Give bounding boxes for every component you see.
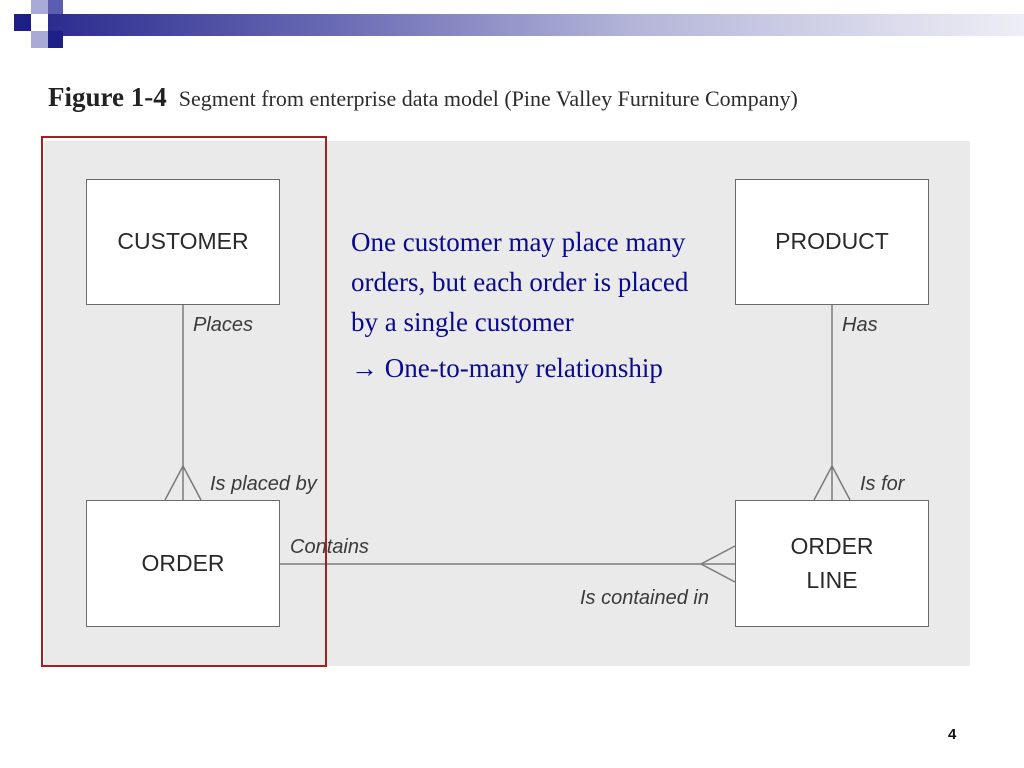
relationship-label-contains: Contains	[290, 536, 369, 558]
relationship-label-has: Has	[842, 314, 878, 336]
header-decoration	[0, 0, 1024, 52]
header-square-dark	[14, 14, 31, 31]
highlight-box	[41, 136, 327, 667]
header-square-dark	[48, 31, 63, 48]
header-gradient-bar	[48, 14, 1024, 36]
product-orderline-crows-foot	[813, 464, 851, 501]
relationship-label-places: Places	[193, 314, 254, 336]
page-number: 4	[948, 726, 957, 743]
relationship-label-is-contained-in: Is contained in	[580, 587, 709, 609]
entity-order-line-label-1: ORDER	[790, 533, 874, 560]
entity-customer: CUSTOMER	[86, 179, 280, 305]
annotation-conclusion: → One-to-many relationship	[351, 348, 711, 388]
entity-customer-label: CUSTOMER	[117, 228, 249, 255]
annotation-conclusion-text: One-to-many relationship	[378, 353, 663, 383]
figure-label: Figure 1-4	[48, 82, 167, 112]
customer-order-crows-foot	[164, 464, 202, 501]
arrow-icon: →	[351, 353, 378, 383]
entity-order: ORDER	[86, 500, 280, 627]
figure-title: Figure 1-4 Segment from enterprise data …	[48, 82, 798, 113]
annotation: One customer may place many orders, but …	[351, 222, 711, 388]
entity-product-label: PRODUCT	[775, 228, 889, 255]
annotation-text: One customer may place many orders, but …	[351, 227, 689, 337]
header-square-light	[31, 31, 48, 48]
entity-order-line: ORDER LINE	[735, 500, 929, 627]
header-square-light	[31, 0, 48, 14]
entity-product: PRODUCT	[735, 179, 929, 305]
order-orderline-crows-foot	[699, 545, 736, 583]
figure-caption: Segment from enterprise data model (Pine…	[178, 86, 798, 111]
relationship-label-is-placed-by: Is placed by	[210, 473, 317, 495]
relationship-label-is-for: Is for	[860, 473, 905, 495]
entity-order-line-label-2: LINE	[806, 566, 858, 593]
header-square-mid	[48, 0, 63, 14]
entity-order-label: ORDER	[141, 549, 225, 576]
